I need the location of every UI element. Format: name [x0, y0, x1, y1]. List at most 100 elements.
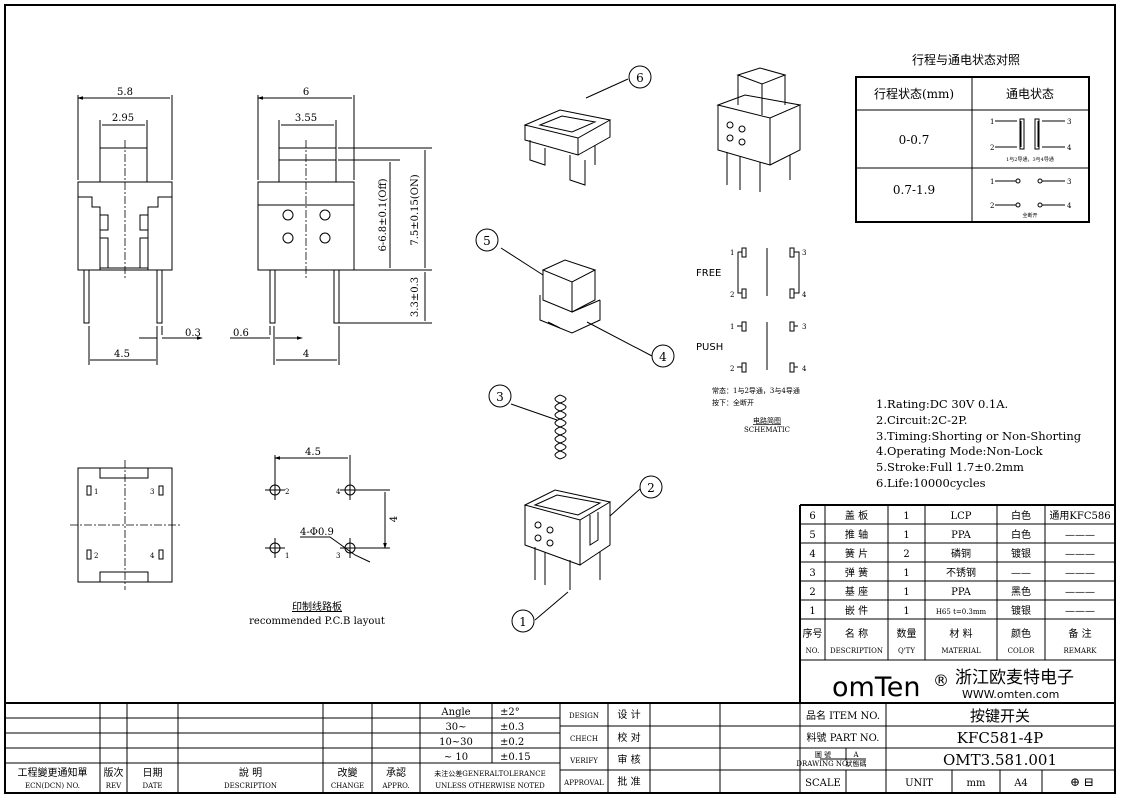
svg-text:通电状态: 通电状态: [1006, 87, 1054, 101]
bom-remark: ———: [1065, 606, 1095, 617]
bom-material: PPA: [951, 587, 972, 598]
svg-text:2: 2: [730, 365, 734, 373]
bom-color: ——: [1011, 568, 1031, 579]
svg-text:行程状态(mm): 行程状态(mm): [874, 86, 954, 101]
revision-header: DESCRIPTION: [224, 782, 277, 790]
bom-remark: 通用KFC586: [1049, 510, 1110, 522]
drawing-state: 狀態碼: [846, 759, 867, 768]
tolerance-range: ~ 10: [444, 752, 468, 763]
svg-text:3: 3: [336, 552, 340, 560]
pcb-pitch-y: 4: [389, 516, 400, 522]
sign-label-cn: 设 计: [617, 708, 640, 721]
svg-text:3: 3: [150, 488, 154, 496]
svg-text:1: 1: [730, 323, 734, 331]
bom-qty: 1: [903, 568, 909, 579]
title-block: ⊕ ⊟ Angle±2°30~±0.310~30±0.2~ 10±0.15未注公…: [5, 505, 1115, 793]
bom-material: H65 t=0.3mm: [936, 608, 987, 616]
bottom-view: 1 3 2 4: [70, 460, 180, 590]
revision-header: APPRO.: [381, 782, 409, 790]
scale-label: SCALE: [805, 778, 841, 789]
svg-text:0.7-1.9: 0.7-1.9: [893, 183, 935, 197]
sign-label: DESIGN: [569, 712, 599, 720]
drawing-number: OMT3.581.001: [943, 751, 1057, 769]
part-label: 料號 PART NO.: [807, 731, 880, 744]
bom-header: Q'TY: [898, 647, 915, 655]
bom-header: COLOR: [1008, 647, 1035, 655]
bom-header: MATERIAL: [941, 647, 981, 655]
dim-side-width: 5.8: [117, 87, 133, 98]
svg-text:WWW.omten.com: WWW.omten.com: [962, 688, 1059, 701]
side-view: 5.8 2.95 0.3 4.5: [78, 87, 201, 365]
svg-text:1: 1: [285, 552, 289, 560]
pcb-title-cn: 印制线路板: [292, 600, 342, 613]
revision-header: 日期: [143, 767, 163, 779]
bom-name: 基 座: [845, 585, 868, 598]
svg-text:2: 2: [730, 291, 734, 299]
svg-text:2: 2: [990, 202, 994, 210]
tolerance-value: ±0.15: [500, 752, 531, 763]
front-view: 6 3.55 6-6.8±0.1(Off) 7.5±0.15(ON) 3.3±0…: [230, 87, 432, 365]
svg-text:5.Stroke:Full 1.7±0.2mm: 5.Stroke:Full 1.7±0.2mm: [876, 460, 1024, 474]
bom-header: 材 料: [949, 627, 972, 640]
sign-label-cn: 批 准: [617, 775, 640, 788]
svg-text:4: 4: [1067, 202, 1072, 210]
bom-header: 颜色: [1011, 627, 1031, 640]
pcb-layout: 4.5 4 4-Φ0.9 2 4 1 3 印制线路板 recommended P…: [249, 447, 400, 627]
state-table: 行程与通电状态对照 行程状态(mm) 通电状态 0-0.7 0.7-1.9 1 3…: [855, 52, 1090, 223]
svg-text:全断开: 全断开: [1022, 212, 1037, 219]
svg-text:1与2导通，3与4导通: 1与2导通，3与4导通: [1006, 156, 1054, 163]
sign-label-cn: 校 对: [617, 731, 640, 744]
tolerance-value: ±2°: [500, 707, 520, 718]
svg-text:浙江欧麦特电子: 浙江欧麦特电子: [955, 668, 1074, 688]
bom-color: 白色: [1011, 528, 1031, 541]
dim-side-plunger: 2.95: [112, 113, 134, 124]
revision-header: 工程變更通知單: [18, 766, 88, 779]
svg-text:4: 4: [802, 291, 807, 299]
part-callouts: 6 5 4 3 2 1: [475, 65, 675, 633]
item-label: 品名 ITEM NO.: [806, 709, 880, 722]
bom-no: 4: [809, 549, 815, 560]
callout-3: 3: [496, 390, 504, 404]
svg-text:FREE: FREE: [696, 268, 721, 279]
revision-header: 承認: [386, 766, 406, 779]
dim-height-off: 6-6.8±0.1(Off): [378, 178, 389, 251]
bom-name: 嵌 件: [845, 605, 868, 617]
svg-text:3.Timing:Shorting or Non-Short: 3.Timing:Shorting or Non-Shorting: [876, 429, 1082, 443]
bom-no: 2: [809, 587, 815, 598]
bom-name: 盖 板: [845, 509, 868, 522]
revision-header: DATE: [142, 782, 162, 790]
dim-pin-thick: 0.6: [233, 328, 249, 339]
bom-remark: ———: [1065, 568, 1095, 579]
projection-symbol-icon: ⊕ ⊟: [1070, 775, 1094, 789]
callout-2: 2: [647, 481, 655, 495]
svg-text:0-0.7: 0-0.7: [899, 133, 930, 147]
svg-text:4: 4: [150, 552, 155, 560]
state-table-title: 行程与通电状态对照: [912, 52, 1020, 67]
bom-remark: ———: [1065, 587, 1095, 598]
dim-pin-width: 0.3: [185, 328, 201, 339]
revision-header: REV: [106, 782, 122, 790]
pcb-title-en: recommended P.C.B layout: [249, 616, 385, 627]
svg-text:1: 1: [990, 118, 994, 126]
svg-text:2.Circuit:2C-2P.: 2.Circuit:2C-2P.: [876, 413, 967, 427]
bom-material: 磷铜: [951, 547, 971, 560]
drawing-rev: A: [852, 751, 859, 759]
bom-remark: ———: [1065, 530, 1095, 541]
pcb-pitch-x: 4.5: [305, 447, 321, 458]
sign-label: APPROVAL: [563, 779, 604, 787]
bom-no: 6: [809, 511, 815, 522]
revision-header: 說 明: [239, 766, 262, 779]
bom-material: PPA: [951, 530, 972, 541]
svg-text:1: 1: [94, 488, 98, 496]
omten-logo: omTen: [832, 672, 920, 703]
svg-text:3: 3: [1067, 178, 1071, 186]
svg-text:PUSH: PUSH: [696, 342, 723, 353]
svg-text:SCHEMATIC: SCHEMATIC: [744, 426, 790, 434]
svg-text:电路简图: 电路简图: [753, 416, 781, 425]
svg-text:3: 3: [802, 249, 806, 257]
bom-color: 白色: [1011, 509, 1031, 522]
svg-text:3: 3: [1067, 118, 1071, 126]
bom-remark: ———: [1065, 549, 1095, 560]
